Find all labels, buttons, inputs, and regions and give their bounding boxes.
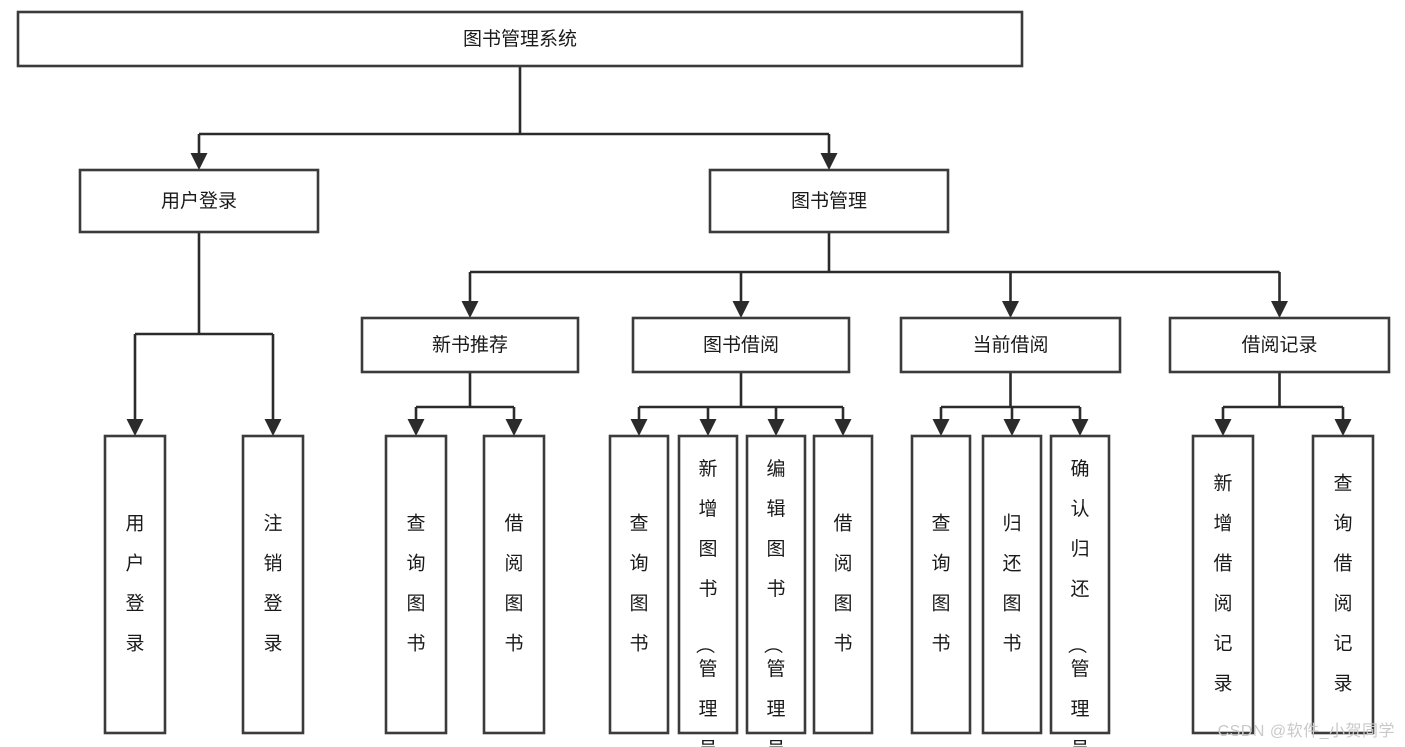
node-leaf-cur-query[interactable]: 查询图书 [910,434,972,735]
node-label-leaf-borrow-edit: 编辑图书（管理员） [761,458,785,747]
nodes-layer: 图书管理系统用户登录图书管理新书推荐图书借阅当前借阅借阅记录用户登录注销登录查询… [16,10,1391,747]
node-box-leaf-rec-borrow[interactable] [482,434,546,735]
node-book-manage[interactable]: 图书管理 [708,168,950,234]
node-leaf-rec-search[interactable]: 查询借阅记录 [1311,434,1375,735]
node-label-leaf-cur-confirm: 确认归还（管理员） [1065,458,1089,747]
node-box-new-book-rec[interactable] [360,316,580,374]
node-label-leaf-rec-add: 新增借阅记录 [1213,473,1232,695]
node-label-leaf-rec-borrow: 借阅图书 [504,513,523,655]
node-label-borrow-record: 借阅记录 [1241,334,1317,356]
node-label-leaf-user-login: 用户登录 [125,514,144,655]
connector-group-current-borrow [932,372,1089,436]
node-leaf-cur-confirm[interactable]: 确认归还（管理员） [1049,434,1111,747]
node-box-root[interactable] [16,10,1024,68]
node-label-leaf-borrow-query: 查询图书 [629,513,648,655]
connector-group-borrow-record [1214,372,1352,436]
node-box-leaf-cur-confirm[interactable] [1049,434,1111,735]
node-label-user-login: 用户登录 [161,190,237,212]
node-user-login[interactable]: 用户登录 [78,168,320,234]
node-leaf-cur-return[interactable]: 归还图书 [981,434,1043,735]
node-label-leaf-cur-query: 查询图书 [931,513,950,655]
node-book-borrow[interactable]: 图书借阅 [631,316,851,374]
node-box-leaf-borrow-add[interactable] [677,434,739,735]
node-label-root: 图书管理系统 [463,28,577,50]
connector-group-user-login [126,232,282,436]
node-box-borrow-record[interactable] [1168,316,1391,374]
node-leaf-rec-query[interactable]: 查询图书 [384,434,448,735]
node-label-leaf-borrow-add: 新增图书（管理员） [693,458,717,747]
node-box-leaf-user-login[interactable] [103,434,167,735]
node-leaf-borrow-loan[interactable]: 借阅图书 [812,434,874,735]
node-box-book-manage[interactable] [708,168,950,234]
node-box-leaf-cur-query[interactable] [910,434,972,735]
node-leaf-user-login[interactable]: 用户登录 [103,434,167,735]
connector-group-root [190,66,838,170]
node-box-leaf-user-logout[interactable] [241,434,305,735]
node-box-user-login[interactable] [78,168,320,234]
node-box-current-borrow[interactable] [899,316,1122,374]
connector-group-book-manage [461,232,1288,318]
node-label-book-borrow: 图书借阅 [703,334,779,356]
node-current-borrow[interactable]: 当前借阅 [899,316,1122,374]
node-borrow-record[interactable]: 借阅记录 [1168,316,1391,374]
node-box-leaf-cur-return[interactable] [981,434,1043,735]
node-label-book-manage: 图书管理 [791,190,867,212]
connector-group-new-book-rec [407,372,523,436]
node-box-book-borrow[interactable] [631,316,851,374]
node-box-leaf-rec-add[interactable] [1191,434,1255,735]
connectors-layer [126,66,1352,436]
node-box-leaf-rec-search[interactable] [1311,434,1375,735]
node-leaf-user-logout[interactable]: 注销登录 [241,434,305,735]
node-leaf-borrow-query[interactable]: 查询图书 [608,434,670,735]
node-label-leaf-cur-return: 归还图书 [1002,513,1021,655]
node-box-leaf-rec-query[interactable] [384,434,448,735]
node-root[interactable]: 图书管理系统 [16,10,1024,68]
node-label-new-book-rec: 新书推荐 [432,334,508,356]
node-leaf-rec-add[interactable]: 新增借阅记录 [1191,434,1255,735]
node-box-leaf-borrow-query[interactable] [608,434,670,735]
node-label-current-borrow: 当前借阅 [972,334,1048,356]
connector-group-book-borrow [630,372,852,436]
node-label-leaf-rec-search: 查询借阅记录 [1333,473,1352,695]
node-label-leaf-rec-query: 查询图书 [406,513,425,655]
node-label-leaf-borrow-loan: 借阅图书 [833,513,852,655]
node-leaf-borrow-edit[interactable]: 编辑图书（管理员） [745,434,807,747]
node-box-leaf-borrow-loan[interactable] [812,434,874,735]
node-leaf-borrow-add[interactable]: 新增图书（管理员） [677,434,739,747]
node-new-book-rec[interactable]: 新书推荐 [360,316,580,374]
node-leaf-rec-borrow[interactable]: 借阅图书 [482,434,546,735]
node-box-leaf-borrow-edit[interactable] [745,434,807,735]
node-label-leaf-user-logout: 注销登录 [263,513,282,655]
